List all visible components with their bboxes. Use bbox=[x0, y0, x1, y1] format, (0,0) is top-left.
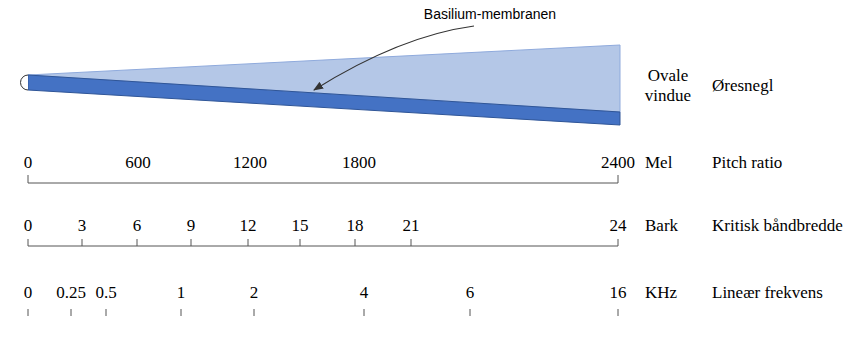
unit-label: KHz bbox=[645, 283, 677, 303]
scale-number: 6 bbox=[133, 216, 142, 236]
scale-name: Pitch ratio bbox=[712, 153, 782, 173]
axis-stroke bbox=[618, 239, 619, 246]
axis-stroke bbox=[618, 175, 619, 183]
unit-label: Mel bbox=[645, 153, 672, 173]
axis-stroke bbox=[470, 309, 471, 316]
axis-stroke bbox=[28, 239, 29, 246]
scale-name: Kritisk båndbredde bbox=[712, 216, 843, 236]
scale-number: 0.5 bbox=[95, 283, 116, 303]
scale-name: Lineær frekvens bbox=[712, 283, 823, 303]
scale-number: 18 bbox=[347, 216, 364, 236]
scale-number: 24 bbox=[610, 216, 627, 236]
part-label: Ovale vindue bbox=[642, 66, 694, 105]
axis-stroke bbox=[106, 309, 107, 316]
axis-stroke bbox=[28, 246, 618, 247]
axis-stroke bbox=[254, 309, 255, 316]
scale-number: 21 bbox=[403, 216, 420, 236]
part-label: Øresnegl bbox=[712, 76, 773, 96]
scale-number: 2 bbox=[250, 283, 259, 303]
axis-stroke bbox=[137, 239, 138, 246]
axis-stroke bbox=[82, 239, 83, 246]
scale-number: 1200 bbox=[233, 153, 267, 173]
scale-number: 15 bbox=[292, 216, 309, 236]
scale-number: 0 bbox=[24, 216, 33, 236]
axis-stroke bbox=[411, 239, 412, 246]
scale-number: 1 bbox=[177, 283, 186, 303]
scale-number: 600 bbox=[125, 153, 151, 173]
scale-number: 2400 bbox=[601, 153, 635, 173]
scale-axes bbox=[28, 175, 618, 316]
scale-number: 0 bbox=[24, 153, 33, 173]
scale-number: 0 bbox=[24, 283, 33, 303]
leader-arrow bbox=[314, 26, 474, 90]
scale-number: 1800 bbox=[342, 153, 376, 173]
scale-number: 12 bbox=[240, 216, 257, 236]
scale-number: 0.25 bbox=[56, 283, 86, 303]
scale-number: 3 bbox=[78, 216, 87, 236]
axis-stroke bbox=[28, 183, 618, 184]
basilar-membrane bbox=[28, 75, 620, 125]
axis-stroke bbox=[71, 309, 72, 316]
unit-label: Bark bbox=[645, 216, 678, 236]
axis-stroke bbox=[181, 309, 182, 316]
oval-window bbox=[21, 75, 28, 90]
scale-number: 6 bbox=[466, 283, 475, 303]
axis-stroke bbox=[618, 309, 619, 316]
axis-stroke bbox=[364, 309, 365, 316]
axis-stroke bbox=[248, 239, 249, 246]
scale-number: 9 bbox=[187, 216, 196, 236]
axis-stroke bbox=[28, 309, 29, 316]
axis-stroke bbox=[191, 239, 192, 246]
scale-number: 4 bbox=[360, 283, 369, 303]
scale-number: 16 bbox=[610, 283, 627, 303]
callout-label: Basilium-membranen bbox=[424, 6, 556, 22]
axis-stroke bbox=[28, 175, 29, 183]
axis-stroke bbox=[355, 239, 356, 246]
axis-stroke bbox=[300, 239, 301, 246]
